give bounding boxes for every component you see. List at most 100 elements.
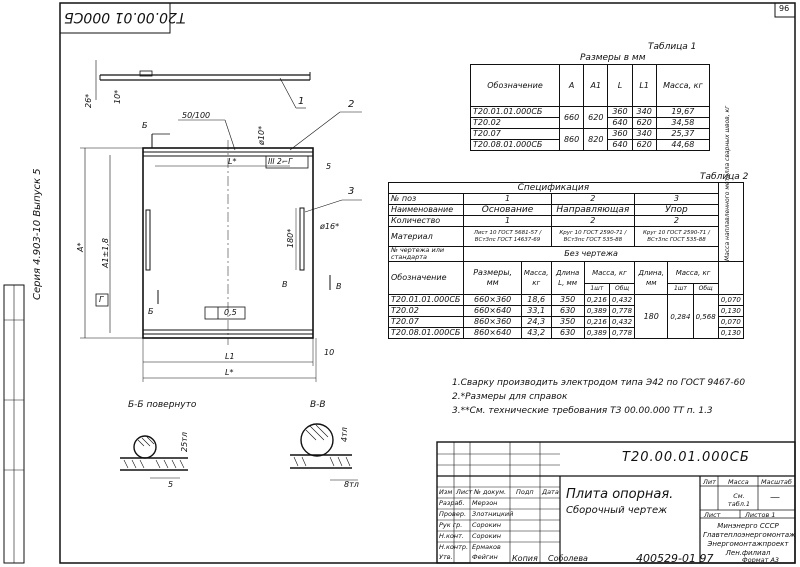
title-lit-label: Лит	[703, 478, 716, 486]
stamp-top: Т20.00.01 000СБ	[64, 9, 186, 25]
t1-r3c5: 44,68	[655, 139, 711, 151]
spec-pos-2: 2	[550, 193, 636, 205]
spec-col-mass: Масса, кг	[520, 261, 552, 295]
dim-25tl: 25тл	[180, 432, 189, 452]
t1-r2c1: 860	[558, 128, 585, 151]
leader-3: 3	[348, 186, 355, 197]
section-mark-v2: В	[336, 282, 342, 291]
copied-by: Соболева	[548, 554, 588, 563]
spec-r2-weld: 0,070	[717, 316, 745, 328]
spec-r3-size: 860×640	[463, 327, 522, 339]
title-org: Минэнерго СССР Главтеплоэнергомонтаж Эне…	[703, 522, 796, 557]
t1-r0c5: 19,67	[655, 106, 711, 118]
t1-r3c0: Т20.08.01.000СБ	[470, 139, 560, 151]
t1-r0c3: 360	[607, 106, 633, 118]
spec-upor-length: 180	[634, 294, 669, 339]
spec-title: Спецификация	[388, 182, 719, 194]
spec-drawing-note: Без чертежа	[463, 246, 719, 262]
spec-r1-des: Т20.02	[387, 305, 465, 317]
title-scale-label: Масштаб	[761, 478, 792, 486]
tb-header-sign: Подп	[516, 488, 534, 496]
title-code: Т20.00.01.000СБ	[622, 450, 750, 465]
spec-r2-des: Т20.07	[387, 316, 465, 328]
dim-d16: ø16*	[320, 222, 340, 231]
tb-header-doc: № докум.	[474, 488, 507, 496]
title-mass-value: См. табл.1	[727, 492, 751, 508]
dim-A1: A1±1,8	[101, 238, 110, 268]
spec-r0-size: 660×360	[463, 294, 522, 306]
t1-r1c3: 640	[607, 117, 633, 129]
t1-r2c4: 340	[631, 128, 657, 140]
dim-5b: 5	[168, 480, 174, 489]
title-name-1: Плита опорная.	[566, 487, 674, 502]
spec-col-length: Длина L, мм	[550, 261, 585, 295]
spec-r0-weld: 0,070	[717, 294, 745, 306]
series-label: Серия 4.903-10 Выпуск 5	[32, 168, 43, 300]
spec-r3-mt: 0,778	[608, 327, 636, 339]
tb-person-1: Злотницкий	[472, 510, 514, 518]
spec-material-2: Круг 10 ГОСТ 2590-71 / ВСт3пс ГОСТ 535-8…	[550, 226, 636, 247]
spec-label-designation: Обозначение	[387, 261, 465, 295]
spec-label-name: Наименование	[387, 204, 465, 216]
t1-r2c5: 25,37	[655, 128, 711, 140]
spec-qty-3: 2	[634, 215, 719, 227]
dim-L-inner: L*	[228, 157, 237, 166]
spec-sub-one-3: 1шт	[667, 283, 694, 295]
table1-caption: Таблица 1	[648, 42, 697, 52]
t1-h3: L	[607, 64, 633, 107]
spec-label-pos: № поз	[387, 193, 465, 205]
spec-qty-1: 1	[463, 215, 552, 227]
spec-table: Спецификация Масса наплавленного металла…	[387, 106, 745, 339]
t1-r0c1: 660	[558, 106, 585, 129]
spec-r0-len: 350	[550, 294, 585, 306]
tb-role-4: Н.контр.	[439, 543, 469, 551]
dim-10b: 10	[324, 348, 335, 357]
spec-caption: Таблица 2	[700, 172, 749, 182]
spec-pos-3: 3	[634, 193, 719, 205]
spec-sub-total-2: Общ	[608, 283, 636, 295]
spec-col-length2: Длина, мм	[634, 261, 669, 295]
spec-r3-mass: 43,2	[520, 327, 552, 339]
section-mark-v: В	[282, 280, 288, 289]
t1-r3c3: 640	[607, 139, 633, 151]
spec-r1-size: 660×640	[463, 305, 522, 317]
tb-header-date: Дата	[542, 488, 559, 496]
spec-r2-m1: 0,216	[583, 316, 610, 328]
t1-r1c0: Т20.02	[470, 117, 560, 129]
leader-1: 1	[298, 96, 305, 107]
spec-sub-total-3: Общ	[692, 283, 719, 295]
spec-col-mass2: Масса, кг	[583, 261, 636, 284]
t1-h4: L1	[631, 64, 657, 107]
spec-material-1: Лист 10 ГОСТ 5681-57 / ВСт3пс ГОСТ 14637…	[463, 226, 552, 247]
dim-50-100: 50/100	[182, 111, 211, 120]
doc-number: 400529-01 97	[636, 552, 714, 565]
spec-label-qty: Количество	[387, 215, 465, 227]
spec-r3-des: Т20.08.01.000СБ	[387, 327, 465, 339]
tb-role-0: Разраб.	[439, 499, 465, 507]
dim-d10: ø10*	[257, 125, 266, 145]
tolerance-value: 0,5	[224, 308, 237, 317]
spec-r2-size: 860×360	[463, 316, 522, 328]
t1-h2: A1	[583, 64, 609, 107]
dim-L: L*	[225, 368, 234, 377]
note-2: 2.*Размеры для справок	[452, 392, 568, 402]
t1-r1c5: 34,58	[655, 117, 711, 129]
page-number: 96	[779, 4, 790, 13]
format-label: Формат А3	[742, 556, 780, 564]
t1-r2c3: 360	[607, 128, 633, 140]
section-vv-title: В-В	[310, 400, 326, 410]
dim-A: A*	[76, 242, 85, 252]
spec-r0-des: Т20.01.01.000СБ	[387, 294, 465, 306]
t1-r3c4: 620	[631, 139, 657, 151]
dim-26: 26*	[84, 93, 93, 108]
dim-180: 180*	[286, 228, 295, 248]
spec-r0-mt: 0,432	[608, 294, 636, 306]
spec-col-mass3: Масса, кг	[667, 261, 719, 284]
spec-r1-m1: 0,389	[583, 305, 610, 317]
section-bb-title: Б-Б повернуто	[128, 400, 197, 410]
spec-r2-mt: 0,432	[608, 316, 636, 328]
section-mark-b: Б	[142, 121, 148, 130]
dim-5: 5	[326, 162, 332, 171]
